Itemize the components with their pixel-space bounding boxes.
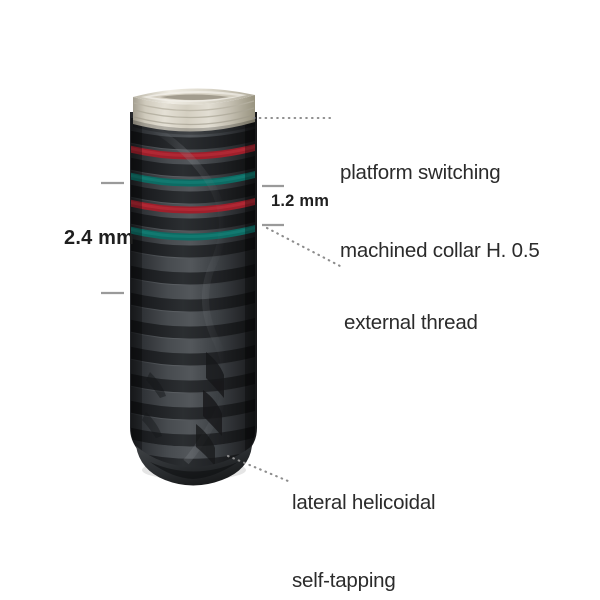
implant-threads <box>131 118 255 473</box>
dimension-label-left: 2.4 mm <box>64 227 135 249</box>
dimension-label-right: 1.2 mm <box>271 192 330 210</box>
label-platform-line1: platform switching <box>340 161 501 184</box>
dimension-ticks <box>101 181 284 295</box>
teal-band-upper <box>131 170 255 187</box>
teal-band-lower <box>131 224 255 241</box>
label-lateral-helicoidal-cuttings: lateral helicoidal self-tapping cuttings <box>292 438 436 600</box>
leader-external-thread <box>265 226 342 268</box>
leader-cuttings <box>226 454 290 483</box>
label-external-thread: external thread <box>344 258 478 388</box>
leader-lines <box>226 116 342 483</box>
implant-apex <box>136 446 252 486</box>
label-platform-line2: machined collar H. 0.5 <box>340 239 540 262</box>
red-band-lower <box>131 197 255 214</box>
label-platform-switching: platform switching machined collar H. 0.… <box>340 108 540 316</box>
implant-body-group <box>130 88 257 486</box>
self-tapping-cuttings <box>142 352 224 466</box>
label-cuttings-line1: lateral helicoidal <box>292 491 436 514</box>
label-cuttings-line2: self-tapping <box>292 569 396 592</box>
machined-collar <box>133 88 255 135</box>
red-band-upper <box>131 143 255 160</box>
label-external-line1: external thread <box>344 311 478 334</box>
